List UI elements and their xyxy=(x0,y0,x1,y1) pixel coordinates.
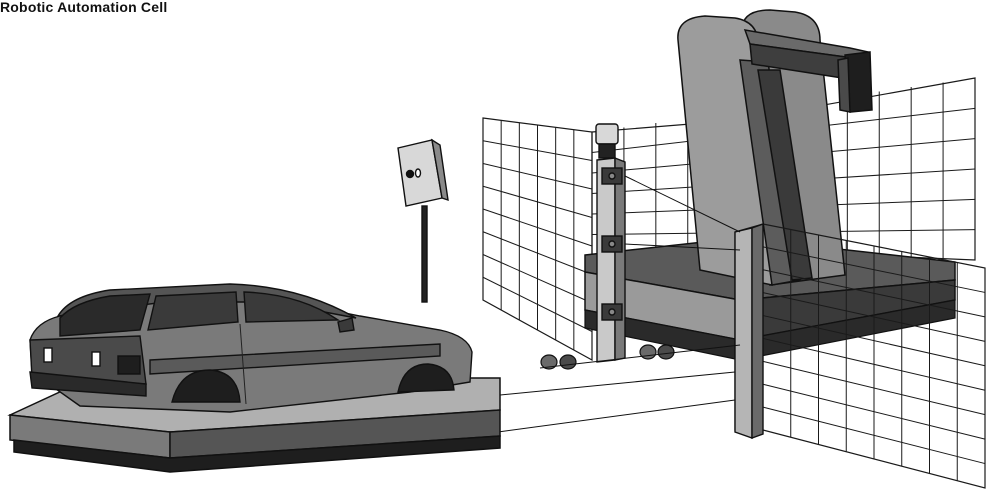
door-post-side xyxy=(752,224,763,438)
column-side xyxy=(615,158,625,360)
car-rear-window xyxy=(60,294,150,336)
control-box-stand xyxy=(398,140,448,302)
beacon-base xyxy=(599,144,615,158)
sensor-dot-1 xyxy=(609,173,615,179)
roller-4 xyxy=(658,345,674,359)
tail-light-right xyxy=(92,352,100,366)
column-front xyxy=(597,158,615,362)
roller-2 xyxy=(560,355,576,369)
control-box-button xyxy=(407,171,414,178)
cage-door-post xyxy=(735,224,763,438)
control-box-post xyxy=(422,206,427,302)
sensor-dot-3 xyxy=(609,309,615,315)
roller-3 xyxy=(640,345,656,359)
control-box-indicator xyxy=(416,169,421,177)
warning-beacon xyxy=(596,124,618,144)
beam-4 xyxy=(498,400,735,432)
sensor-dot-2 xyxy=(609,241,615,247)
beam-3 xyxy=(470,372,735,398)
door-post-front xyxy=(735,228,752,438)
robot-end-effector-face xyxy=(838,58,850,112)
gantry-robot xyxy=(678,10,872,285)
floor-rollers xyxy=(540,345,740,369)
tail-light-grille xyxy=(118,356,140,374)
light-curtain-column xyxy=(596,124,625,362)
tail-light-left xyxy=(44,348,52,362)
car xyxy=(30,284,472,412)
